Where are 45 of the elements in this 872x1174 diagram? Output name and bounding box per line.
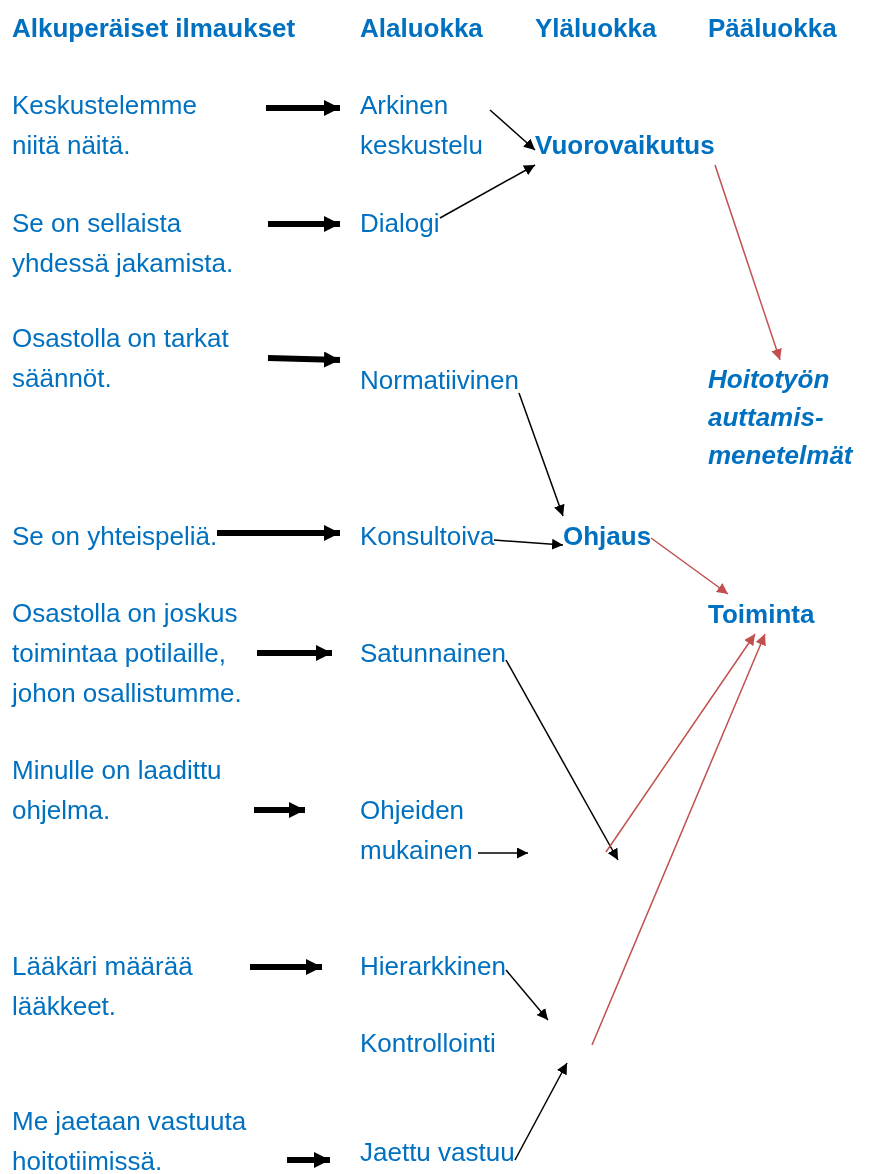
category-text: Satunnainen (360, 637, 507, 670)
category-text: Se on sellaista yhdessä jakamista. (12, 207, 235, 280)
arrow (489, 109, 536, 151)
arrow (287, 1152, 330, 1168)
category-text: Vuorovaikutus (535, 129, 715, 162)
arrow (505, 659, 619, 861)
arrow (518, 392, 565, 517)
category-text: Minulle on laadittu ohjelma. (12, 754, 223, 827)
arrow (605, 633, 756, 853)
category-text: Jaettu vastuu (360, 1136, 515, 1169)
category-text: Ohjaus (563, 520, 652, 553)
arrow (591, 633, 766, 1046)
category-text: Lääkäri määrää lääkkeet. (12, 950, 194, 1023)
arrow (254, 802, 305, 818)
arrow (217, 525, 340, 541)
arrow (493, 538, 564, 550)
category-text: Normatiivinen (360, 364, 519, 397)
arrow (266, 100, 340, 116)
category-text: Me jaetaan vastuuta hoitotiimissä. (12, 1105, 248, 1174)
category-text: Toiminta (708, 598, 815, 631)
category-text: Hoitotyön auttamis-menetelmät (708, 363, 855, 472)
category-text: Keskustelemme niitä näitä. (12, 89, 198, 162)
category-text: Se on yhteispeliä. (12, 520, 218, 553)
column-heading: Yläluokka (535, 12, 657, 45)
arrow (505, 969, 549, 1021)
category-text: Osastolla on tarkat säännöt. (12, 322, 230, 395)
column-heading: Alaluokka (360, 12, 483, 45)
arrow (514, 1062, 568, 1161)
arrow (650, 537, 729, 595)
category-text: Ohjeiden mukainen (360, 794, 474, 867)
column-heading: Pääluokka (708, 12, 837, 45)
column-heading: Alkuperäiset ilmaukset (12, 12, 296, 45)
category-text: Osastolla on joskus toimintaa potilaille, johon osallistumme. (12, 597, 243, 710)
category-text: Hierarkkinen (360, 950, 506, 983)
arrow (250, 959, 322, 975)
arrow (477, 847, 529, 859)
category-text: Dialogi (360, 207, 440, 240)
category-text: Kontrollointi (360, 1027, 496, 1060)
arrow (268, 216, 340, 232)
arrow (714, 164, 782, 361)
arrow (439, 164, 536, 219)
category-text: Konsultoiva (360, 520, 495, 553)
category-text: Arkinen keskustelu (360, 89, 484, 162)
arrow (267, 351, 341, 368)
arrow (257, 645, 332, 661)
